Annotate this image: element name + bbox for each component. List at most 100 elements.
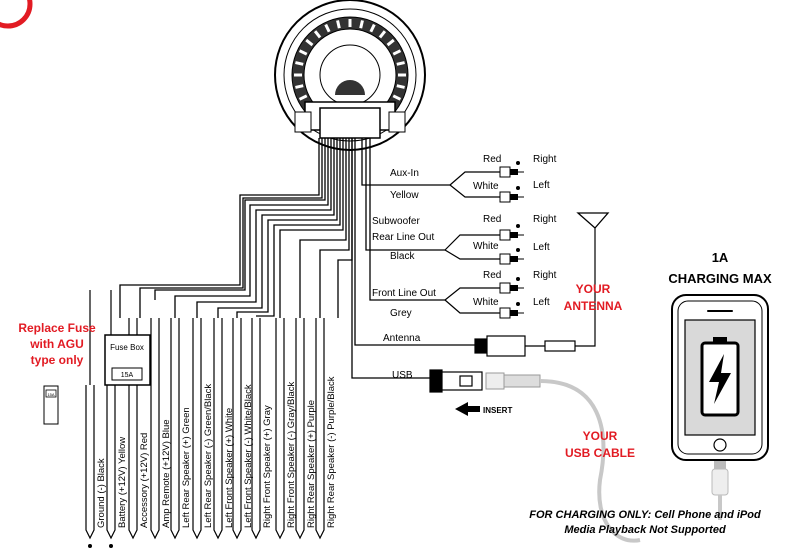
wire-lead <box>85 385 95 540</box>
sub-right-label: Right <box>533 214 557 225</box>
subwoofer-rca <box>444 234 500 260</box>
your-usb-line1: YOUR <box>583 429 618 443</box>
stereo-fin <box>396 84 405 89</box>
front-line-out-label: Front Line Out <box>372 288 436 299</box>
your-antenna-line1: YOUR <box>576 282 611 296</box>
rca-plug <box>499 302 524 319</box>
wire-label: Left Rear Speaker (+) Green <box>181 407 192 528</box>
wire-lead <box>106 385 116 540</box>
front-line-color: Grey <box>390 308 412 319</box>
aux-right-label: Right <box>533 154 557 165</box>
wire-lead <box>295 318 305 540</box>
wire-label: Accessory (+12V) Red <box>139 433 150 528</box>
replace-fuse-line3: type only <box>31 353 84 367</box>
fuse-box: Fuse Box 15A <box>104 334 151 386</box>
wire-label: Left Front Speaker (-) White/Black <box>243 384 254 528</box>
stereo-fin <box>324 23 331 33</box>
usb-cable <box>539 379 641 543</box>
stereo-fin <box>359 20 364 29</box>
subwoofer-color: Black <box>390 251 415 262</box>
rca-plug <box>499 224 524 241</box>
front-left-label: Left <box>533 297 550 308</box>
wire-label: Left Front Speaker (+) White <box>224 408 235 528</box>
footnote-line1: FOR CHARGING ONLY: Cell Phone and iPod <box>529 509 761 521</box>
stereo-fin <box>392 49 402 56</box>
fuse-rating: 15A <box>121 372 134 379</box>
aux-in-color: Yellow <box>390 190 419 201</box>
sub-left-label: Left <box>533 242 550 253</box>
wire-label: Amp Remote (+12V) Blue <box>161 419 172 528</box>
wire-label: Right Rear Speaker (+) Purple <box>306 400 317 528</box>
wire-lead <box>251 318 261 540</box>
wire-lead <box>150 318 160 540</box>
stereo-fin <box>298 49 308 56</box>
aux-red-label: Red <box>483 154 501 165</box>
stereo-fin <box>298 94 308 101</box>
wire-label: Right Front Speaker (-) Gray/Black <box>286 382 297 528</box>
wire-lead <box>275 318 285 540</box>
wire-label: Battery (+12V) Yellow <box>117 437 128 528</box>
rca-plug <box>499 186 524 203</box>
stereo-fin <box>369 23 376 33</box>
aux-in-label: Aux-In <box>390 168 419 179</box>
small-fuse-label: 15A <box>47 392 54 397</box>
aux-white-label: White <box>473 181 499 192</box>
stereo-fin <box>305 38 314 47</box>
sub-white-label: White <box>473 241 499 252</box>
usb-cable-plug <box>485 372 541 390</box>
wire-label: Right Rear Speaker (-) Purple/Black <box>326 376 337 528</box>
front-white-label: White <box>473 297 499 308</box>
wire-harness <box>119 138 475 379</box>
your-usb-line2: USB CABLE <box>565 446 635 460</box>
step-badge <box>0 0 33 29</box>
sub-red-label: Red <box>483 214 501 225</box>
front-right-label: Right <box>533 270 557 281</box>
footnote-line2: Media Playback Not Supported <box>564 524 726 536</box>
fuse-icon: 15A <box>43 385 59 425</box>
replace-fuse-line2: with AGU <box>29 337 84 351</box>
wire-lead <box>192 318 202 540</box>
battery-dot <box>109 544 113 548</box>
front-line-rca <box>444 287 500 314</box>
stereo-fin <box>396 61 405 66</box>
subwoofer-label: Subwoofer <box>372 216 420 227</box>
your-antenna-line2: ANTENNA <box>564 299 623 313</box>
ground-dot <box>88 544 92 548</box>
stereo-fin <box>295 84 304 89</box>
rca-plug <box>499 277 524 294</box>
front-red-label: Red <box>483 270 501 281</box>
stereo-fin <box>392 94 402 101</box>
lightning-cable-icon <box>711 461 729 520</box>
wire-lead <box>213 318 223 540</box>
charging-line1: 1A <box>712 250 729 265</box>
antenna-connector <box>474 228 596 357</box>
stereo-fin <box>295 61 304 66</box>
battery-charging-icon <box>700 337 740 417</box>
wire-lead <box>232 318 242 540</box>
fuse-box-label: Fuse Box <box>110 343 144 352</box>
wire-lead <box>170 318 180 540</box>
stereo-fin <box>386 38 395 47</box>
antenna-label: Antenna <box>383 333 421 344</box>
charging-line2: CHARGING MAX <box>668 271 772 286</box>
insert-label: INSERT <box>483 406 512 415</box>
stereo-head-unit <box>274 0 426 151</box>
replace-fuse-line1: Replace Fuse <box>18 321 96 335</box>
wire-label: Left Rear Speaker (-) Green/Black <box>203 384 214 528</box>
aux-left-label: Left <box>533 180 550 191</box>
wire-label: Right Front Speaker (+) Gray <box>262 405 273 528</box>
stereo-fin <box>378 30 387 39</box>
usb-port <box>429 369 483 393</box>
insert-arrow-icon <box>455 402 480 416</box>
antenna-icon <box>576 212 610 229</box>
stereo-fin <box>336 20 341 29</box>
rear-line-out-label: Rear Line Out <box>372 232 434 243</box>
rca-plug <box>499 161 524 178</box>
rca-plug <box>499 248 524 265</box>
wire-label: Ground (-) Black <box>96 458 107 528</box>
aux-in-rca <box>449 171 500 198</box>
usb-label: USB <box>392 370 413 381</box>
wire-lead <box>315 318 325 540</box>
stereo-fin <box>313 30 322 39</box>
